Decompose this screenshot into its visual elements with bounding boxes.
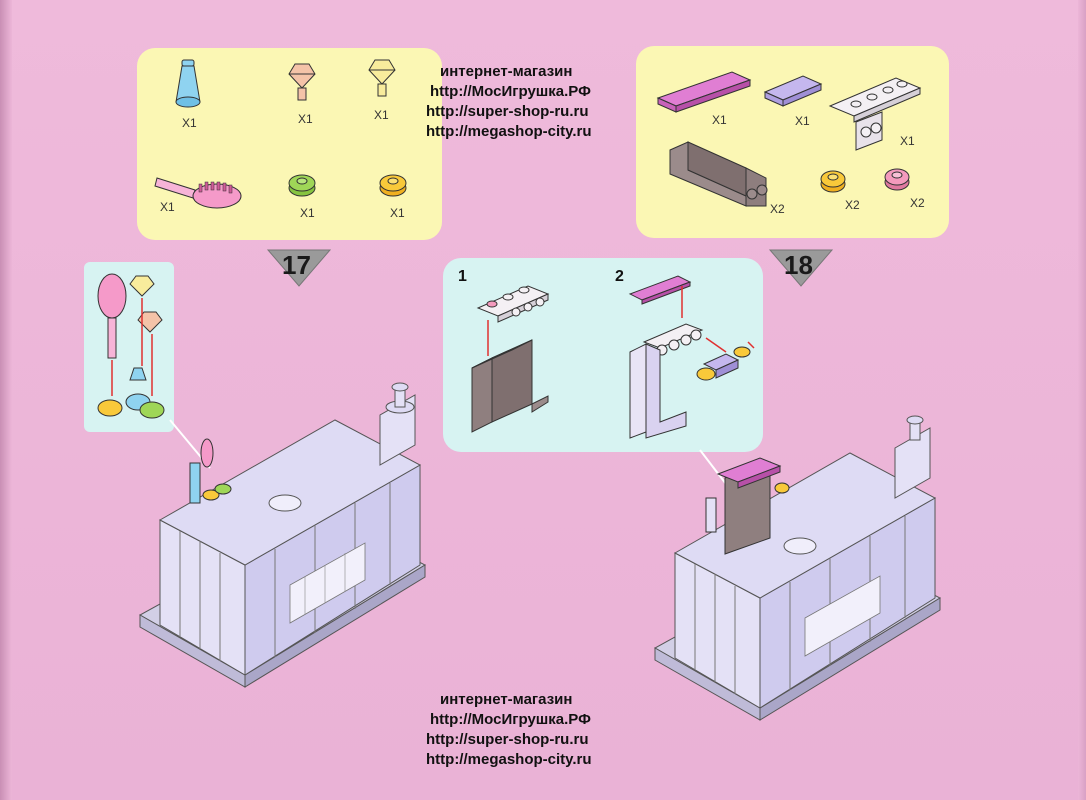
substep-2-diagram (628, 275, 755, 439)
green-flower-plate-icon (288, 174, 316, 197)
qty-label: X1 (300, 206, 315, 220)
peach-gem-icon (288, 63, 316, 101)
model-step17 (138, 382, 427, 688)
substep-1-label: 1 (458, 268, 467, 285)
watermark-line: http://МосИгрушка.РФ (430, 711, 591, 728)
qty-label: X1 (712, 113, 727, 127)
qty-label: X1 (160, 200, 175, 214)
watermark-line: интернет-магазин (440, 691, 573, 708)
blue-cone-icon (175, 59, 201, 108)
watermark-line: http://super-shop-ru.ru (426, 103, 589, 120)
page-edge-shadow (1078, 0, 1086, 800)
step18-number: 18 (784, 250, 813, 280)
grey-panel-icon (669, 141, 768, 207)
step18-arrow-icon (768, 249, 834, 287)
watermark-line: http://super-shop-ru.ru (426, 731, 589, 748)
qty-label: X1 (390, 206, 405, 220)
yellow-flower-plate-icon (379, 174, 407, 197)
qty-label: X1 (182, 116, 197, 130)
qty-label: X1 (298, 112, 313, 126)
model-step18 (653, 415, 942, 721)
magenta-tile-icon (656, 71, 752, 113)
shop-watermark-bottom: интернет-магазин http://МосИгрушка.РФ ht… (426, 690, 592, 770)
qty-label: X1 (900, 134, 915, 148)
substep-1-diagram (471, 285, 550, 433)
step17-arrow-icon (266, 249, 332, 287)
yellow-gem-icon (368, 59, 396, 97)
qty-label: X1 (374, 108, 389, 122)
step17-number: 17 (282, 250, 311, 280)
hairbrush-icon (154, 177, 242, 209)
pink-round-plate-icon (884, 168, 910, 191)
watermark-line: http://megashop-city.ru (426, 751, 592, 768)
book-spine-shadow (0, 0, 12, 800)
watermark-line: интернет-магазин (440, 63, 573, 80)
shop-watermark-top: интернет-магазин http://МосИгрушка.РФ ht… (426, 62, 592, 142)
qty-label: X2 (845, 198, 860, 212)
qty-label: X1 (795, 114, 810, 128)
substep-2-label: 2 (615, 268, 624, 285)
lavender-tile-icon (763, 75, 823, 107)
callout-pointer (699, 449, 727, 485)
watermark-line: http://МосИгрушка.РФ (430, 83, 591, 100)
qty-label: X2 (770, 202, 785, 216)
yellow-round-plate-icon (820, 170, 846, 193)
step17-callout-detail (97, 273, 165, 419)
white-bracket-plate-icon (828, 77, 922, 151)
qty-label: X2 (910, 196, 925, 210)
watermark-line: http://megashop-city.ru (426, 123, 592, 140)
